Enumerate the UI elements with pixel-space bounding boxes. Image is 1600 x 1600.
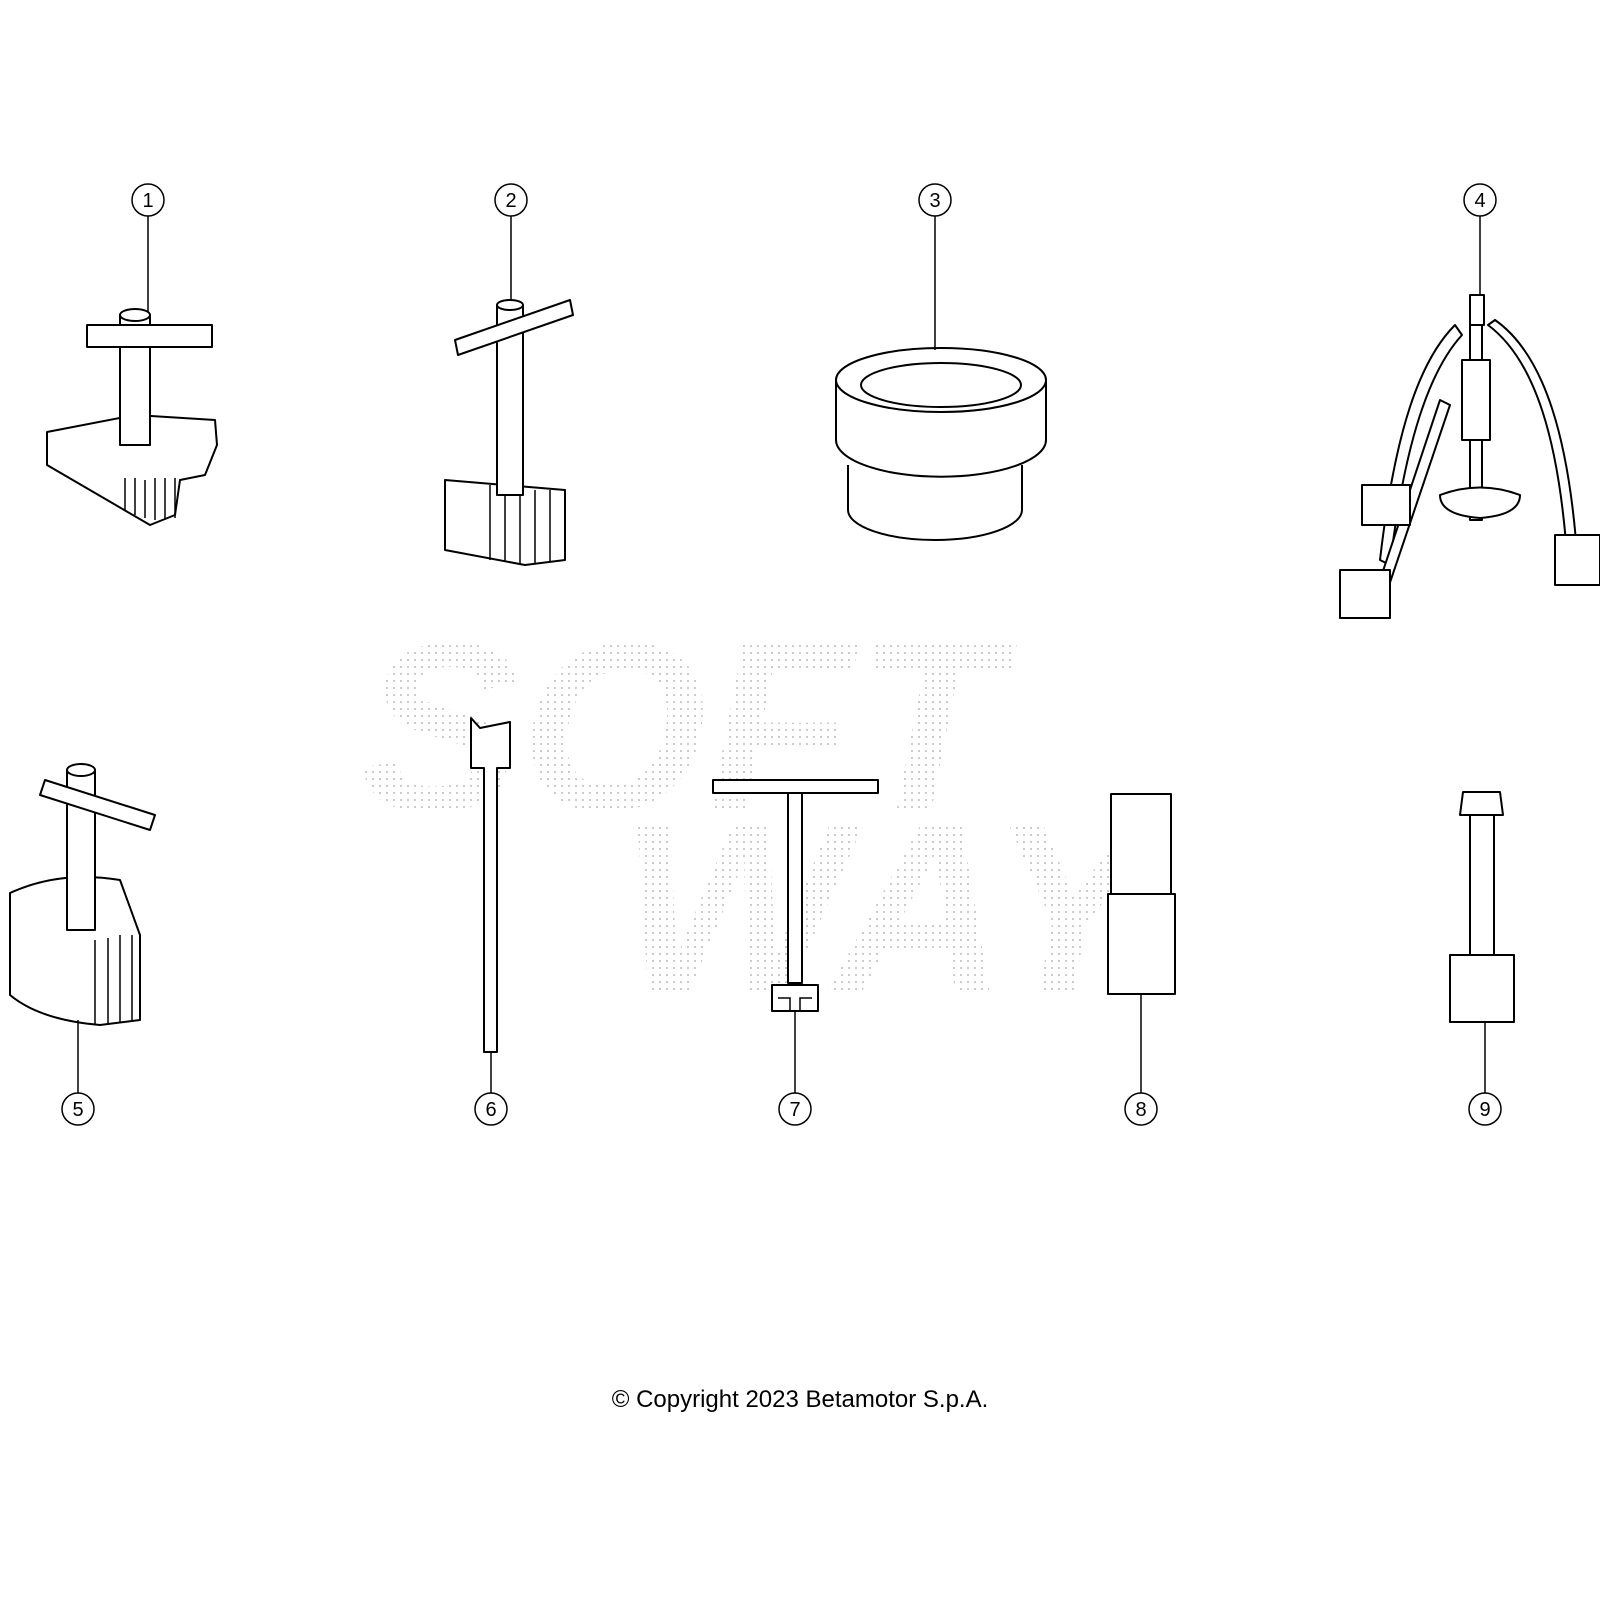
svg-text:8: 8	[1135, 1099, 1146, 1121]
watermark-line1: SOFT	[360, 593, 1017, 861]
svg-text:7: 7	[789, 1099, 800, 1121]
watermark: SOFT WAY	[360, 593, 1168, 1041]
part-2-tool	[444, 299, 574, 566]
callout-2[interactable]: 2	[494, 183, 528, 217]
watermark-line2: WAY	[620, 773, 1168, 1041]
part-4-puller	[1339, 294, 1600, 619]
callout-6[interactable]: 6	[474, 1092, 508, 1126]
callout-5[interactable]: 5	[61, 1092, 95, 1126]
callout-7[interactable]: 7	[778, 1092, 812, 1126]
copyright-text: © Copyright 2023 Betamotor S.p.A.	[611, 1386, 989, 1413]
part-9-drift	[1449, 791, 1515, 1023]
callout-8[interactable]: 8	[1124, 1092, 1158, 1126]
part-5-tool	[9, 763, 156, 1026]
part-1-tool	[46, 308, 218, 526]
svg-text:2: 2	[505, 190, 516, 212]
callout-1[interactable]: 1	[131, 183, 165, 217]
part-8-sleeve	[1107, 793, 1176, 995]
svg-text:4: 4	[1474, 190, 1485, 212]
part-7-t-tool	[712, 779, 879, 1012]
part-3-bushing	[835, 347, 1047, 541]
svg-text:6: 6	[485, 1099, 496, 1121]
svg-text:9: 9	[1479, 1099, 1490, 1121]
callout-4[interactable]: 4	[1463, 183, 1497, 217]
leader-lines	[77, 216, 1486, 1093]
svg-text:3: 3	[929, 190, 940, 212]
svg-text:5: 5	[72, 1099, 83, 1121]
callout-3[interactable]: 3	[918, 183, 952, 217]
callout-9[interactable]: 9	[1468, 1092, 1502, 1126]
part-6-rod	[470, 717, 511, 1053]
svg-text:1: 1	[142, 190, 153, 212]
